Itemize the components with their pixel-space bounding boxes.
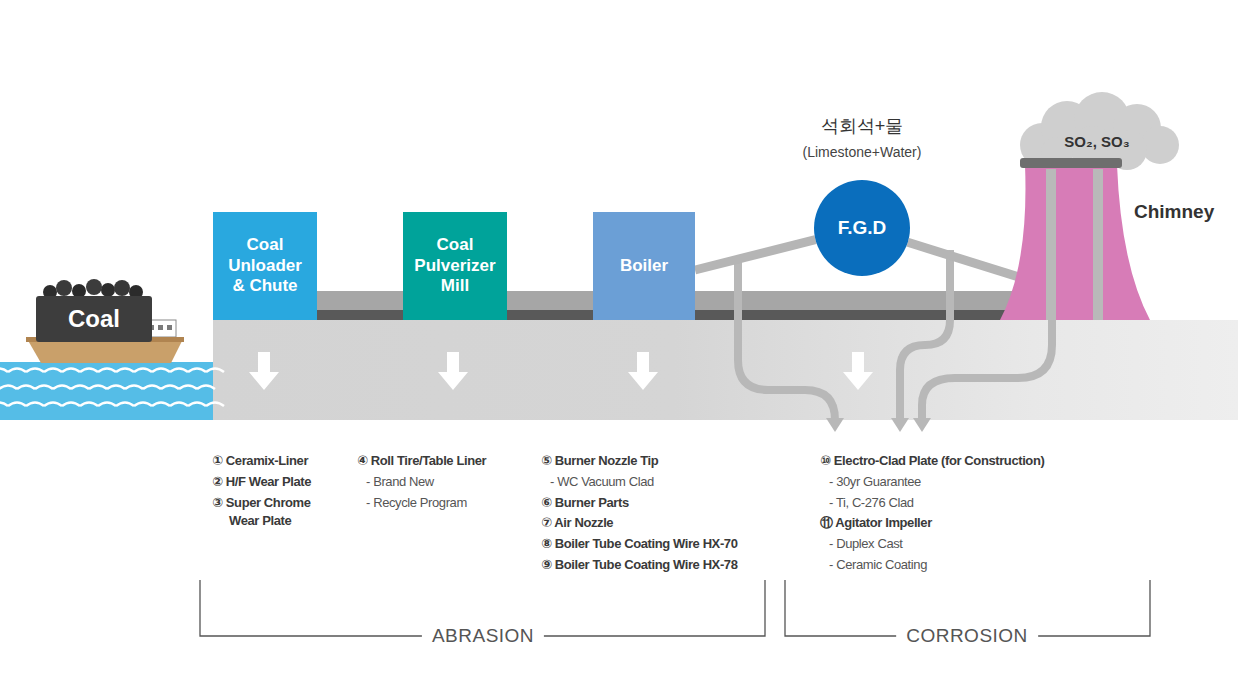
wave-line: [0, 403, 224, 407]
part-item: ⑪ Agitator Impeller: [820, 514, 932, 532]
tower-cap: [1020, 158, 1122, 168]
chimney-tower: Chimney: [1000, 155, 1150, 320]
flue-pipe: [695, 240, 815, 270]
process-box: Coal Pulverizer Mill: [403, 212, 507, 320]
circle-outline: [814, 180, 910, 276]
group-title: CORROSION: [896, 625, 1038, 647]
cloud-puff: [1141, 126, 1179, 164]
pipe-arrowheads: [913, 418, 931, 432]
sub-item: - Duplex Cast: [829, 535, 903, 553]
flue-column: [1093, 169, 1103, 320]
ground-band: [213, 320, 1238, 420]
node-label: Coal: [68, 305, 120, 333]
flue-column: [1046, 169, 1056, 320]
process-box: Boiler: [593, 212, 695, 320]
coal-ship: [56, 280, 72, 296]
wave-line: [0, 386, 215, 390]
coal-ship: [167, 325, 172, 330]
fgd-circle: 석회석+물(Limestone+Water)F.G.D: [814, 180, 910, 276]
group-title: ABRASION: [422, 625, 544, 647]
part-item: ⑨ Boiler Tube Coating Wire HX-78: [541, 556, 737, 574]
part-item: ④ Roll Tire/Table Liner: [357, 452, 486, 470]
coal-ship: [158, 325, 163, 330]
process-box: Coal Unloader & Chute: [213, 212, 317, 320]
pipe-arrowheads: [826, 418, 931, 432]
node-label: SO₂, SO₃: [1064, 119, 1129, 150]
sub-item: - Recycle Program: [366, 494, 467, 512]
part-item: ⑥ Burner Parts: [541, 494, 629, 512]
tower-label: Chimney: [1134, 201, 1234, 223]
tower-body: [1000, 165, 1150, 320]
chimney-tower-shape: [1000, 155, 1150, 320]
cargo-box: Coal: [36, 296, 152, 342]
node-label: Coal Unloader & Chute: [223, 235, 307, 296]
input-subheading: (Limestone+Water): [752, 144, 972, 160]
wave-lines: [0, 369, 224, 407]
down-arrows: [249, 352, 873, 390]
down-arrows: [249, 352, 279, 390]
pipe-arrowheads: [891, 418, 909, 432]
drain-pipes: [738, 262, 835, 420]
part-item: ⑩ Electro-Clad Plate (for Construction): [820, 452, 1044, 470]
sub-item: - Brand New: [366, 473, 434, 491]
node-label: Coal Pulverizer Mill: [413, 235, 497, 296]
coal-ship: [114, 280, 130, 296]
input-heading: 석회석+물: [752, 114, 972, 138]
wave-line: [0, 369, 224, 373]
sea-water: [0, 362, 213, 420]
sub-item: - Ti, C-276 Clad: [829, 494, 914, 512]
pipe-arrowheads: [826, 418, 844, 432]
part-item: ⑧ Boiler Tube Coating Wire HX-70: [541, 535, 737, 553]
part-item: ② H/F Wear Plate: [212, 473, 311, 491]
sub-item: - Ceramic Coating: [829, 556, 927, 574]
part-item: ① Ceramix-Liner: [212, 452, 308, 470]
down-arrows: [438, 352, 468, 390]
coal-ship: [86, 279, 102, 295]
node-label: Boiler: [620, 256, 668, 276]
sub-item: - 30yr Guarantee: [829, 473, 921, 491]
part-item: ⑦ Air Nozzle: [541, 514, 613, 532]
part-item: ③ Super Chrome Wear Plate: [212, 494, 330, 530]
node-label: F.G.D: [838, 217, 887, 239]
down-arrows: [843, 352, 873, 390]
flue-pipe: [908, 242, 1022, 278]
coal-ship: [101, 283, 115, 297]
sub-item: - WC Vacuum Clad: [550, 473, 654, 491]
coal-ship: [26, 279, 184, 363]
part-item: ⑤ Burner Nozzle Tip: [541, 452, 658, 470]
down-arrows: [628, 352, 658, 390]
